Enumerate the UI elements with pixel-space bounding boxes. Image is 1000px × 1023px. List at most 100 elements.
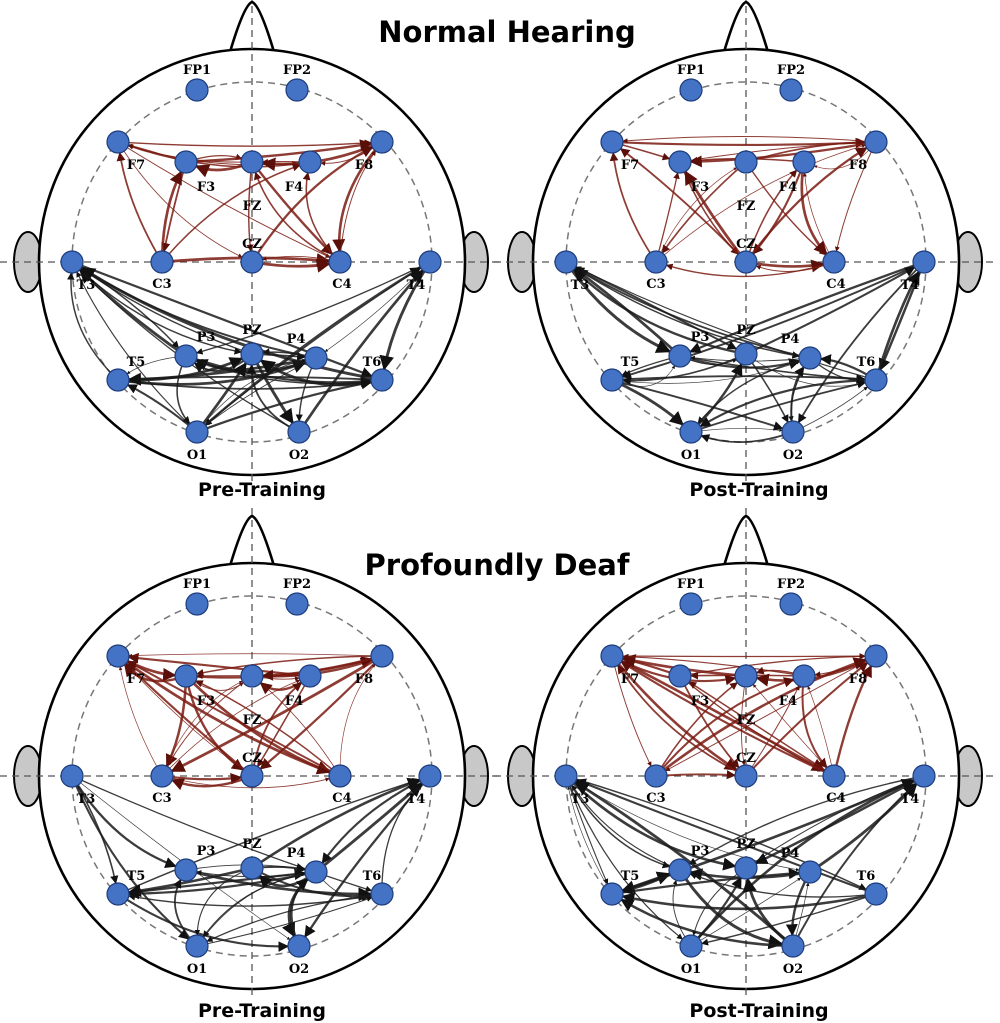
electrode-label-cz: CZ [242,751,262,766]
electrode-label-f3: F3 [197,694,215,709]
electrode-label-c4: C4 [826,791,845,806]
electrode-label-c4: C4 [826,277,845,292]
electrode-label-t3: T3 [77,792,96,807]
edge-T6-P3 [195,358,383,385]
electrode-label-o2: O2 [289,962,309,977]
electrode-fp1 [679,78,703,102]
electrode-label-pz: PZ [242,837,262,852]
electrode-o1 [679,420,703,444]
edge-CZ-F4 [745,169,798,263]
edge-C4-F3 [195,680,341,777]
electrode-t6 [370,368,394,392]
electrode-f7 [600,644,624,668]
edge-T4-T5 [621,261,925,380]
electrode-f8 [864,130,888,154]
electrode-c4 [822,764,846,788]
electrode-p4 [304,346,328,370]
electrode-pz [240,856,264,880]
edge-CZ-F4 [745,685,800,777]
electrode-t3 [60,764,84,788]
edge-F4-C4 [800,161,828,255]
electrode-p4 [304,860,328,884]
electrode-f4 [792,664,816,688]
edge-O2-T5 [620,898,794,948]
edge-CZ-F7 [619,147,747,263]
electrode-label-pz: PZ [736,323,756,338]
electrode-cz [240,764,264,788]
electrode-c4 [328,764,352,788]
electrode-label-o1: O1 [681,962,701,977]
edge-PZ-T4 [745,779,915,869]
electrode-t4 [912,250,936,274]
edge-PZ-T3 [80,267,253,355]
electrode-fz [240,664,264,688]
electrode-label-t4: T4 [901,792,920,807]
electrode-label-f3: F3 [691,694,709,709]
edge-C3-F8 [655,657,867,778]
edge-P4-T4 [315,782,423,874]
edge-T3-T6 [71,775,373,893]
edge-F8-F7 [128,653,383,658]
edge-PZ-T5 [127,866,253,898]
electrode-label-fp1: FP1 [183,577,211,592]
edge-P3-T6 [185,868,373,902]
electrode-label-f8: F8 [355,158,373,173]
electrode-label-c4: C4 [332,791,351,806]
edge-O1-T4 [196,266,422,433]
electrode-label-o2: O2 [289,448,309,463]
electrode-label-f4: F4 [285,694,303,709]
electrode-t6 [864,882,888,906]
electrode-label-t6: T6 [857,869,876,884]
electrode-cz [240,250,264,274]
electrode-label-pz: PZ [242,323,262,338]
electrode-o1 [185,420,209,444]
electrode-f4 [792,150,816,174]
edge-C3-F4 [161,164,301,263]
edge-C3-F7 [118,666,163,777]
electrode-f4 [298,150,322,174]
electrode-label-f7: F7 [127,158,145,173]
electrode-o1 [679,934,703,958]
electrode-fp2 [779,592,803,616]
caption-deaf-pre-training: Pre-Training [198,1000,326,1022]
edge-T4-P3 [689,260,925,354]
electrode-o2 [781,934,805,958]
edge-O2-T4 [297,269,424,433]
electrode-c3 [150,250,174,274]
edge-C4-F8 [339,664,376,777]
edge-C3-F7 [609,152,657,263]
electrode-t4 [418,764,442,788]
electrode-t3 [554,250,578,274]
edge-T6-O1 [206,893,383,942]
edge-F8-C3 [665,655,877,772]
edge-T5-P4 [611,361,800,384]
edge-T3-P4 [565,261,800,359]
edge-O1-T3 [76,271,198,433]
electrode-label-o2: O2 [783,448,803,463]
electrode-t3 [60,250,84,274]
electrode-label-o2: O2 [783,962,803,977]
edge-C4-FZ [254,171,341,263]
edge-C3-FZ [655,167,737,263]
edge-CZ-F7 [125,662,253,777]
electrode-f3 [174,150,198,174]
electrode-label-p3: P3 [691,844,710,859]
electrode-fz [240,150,264,174]
edge-F8-CZ [259,655,383,770]
electrode-label-fz: FZ [737,199,756,214]
electrode-label-p3: P3 [197,844,216,859]
electrode-label-t5: T5 [127,869,146,884]
electrode-label-c3: C3 [646,277,665,292]
electrode-t5 [106,368,130,392]
electrode-fp1 [185,592,209,616]
electrode-label-c3: C3 [152,791,171,806]
electrode-label-t5: T5 [621,869,640,884]
edge-T6-O1 [699,378,877,428]
edge-C4-F7 [620,660,835,778]
electrode-label-pz: PZ [736,837,756,852]
edge-F8-F3 [689,140,877,168]
electrode-label-f8: F8 [849,158,867,173]
edge-C3-F7 [116,151,163,263]
